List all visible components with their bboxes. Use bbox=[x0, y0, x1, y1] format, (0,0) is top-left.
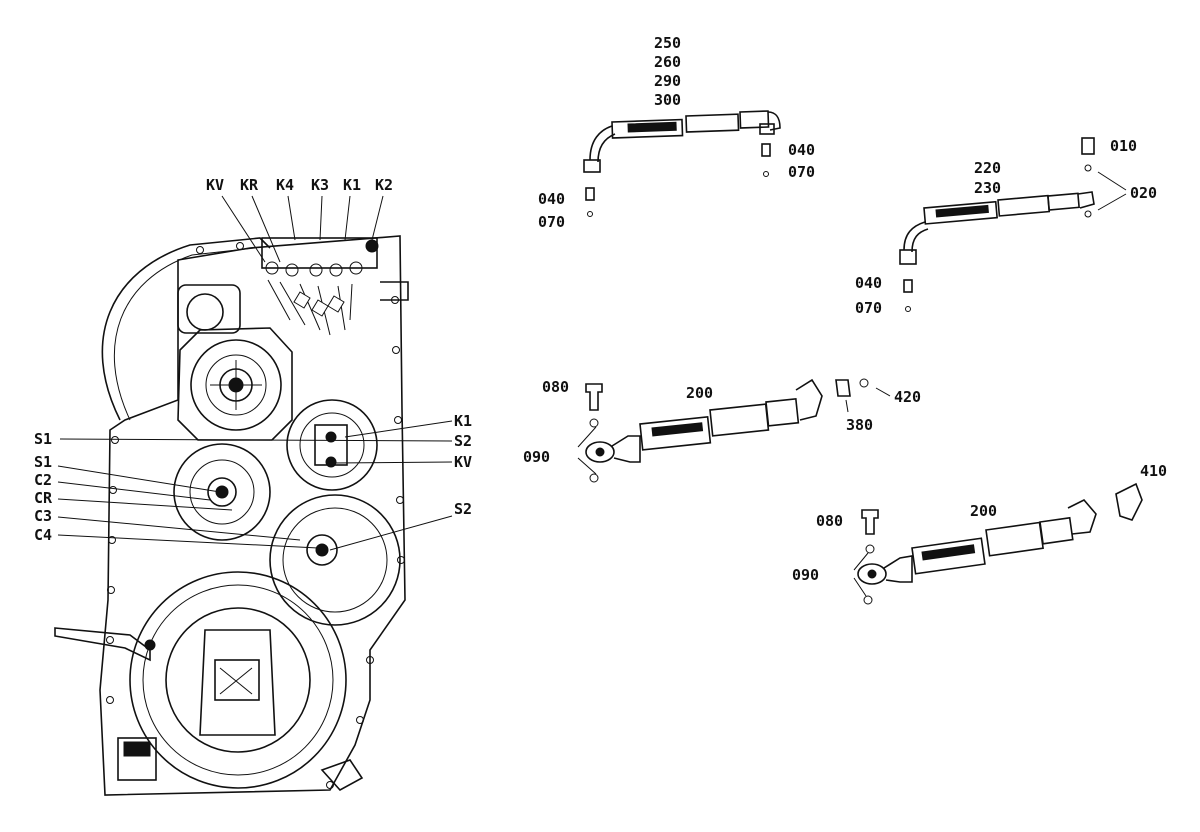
label-c3: C3 bbox=[34, 507, 52, 525]
label-040-a-right: 040 bbox=[788, 141, 815, 159]
label-250: 250 bbox=[654, 34, 681, 52]
label-070-a-right: 070 bbox=[788, 163, 815, 181]
label-080-d: 080 bbox=[816, 512, 843, 530]
housing-labels: KV KR K4 K3 K1 K2 K1 S2 KV S2 S1 S1 C2 C… bbox=[34, 176, 472, 544]
label-s1-upper: S1 bbox=[34, 430, 52, 448]
label-290: 290 bbox=[654, 72, 681, 90]
label-080-c: 080 bbox=[542, 378, 569, 396]
housing-leaders bbox=[57, 195, 453, 551]
label-c2: C2 bbox=[34, 471, 52, 489]
label-090-d: 090 bbox=[792, 566, 819, 584]
label-c4: C4 bbox=[34, 526, 52, 544]
label-k1-top: K1 bbox=[343, 176, 361, 194]
label-k2-top: K2 bbox=[375, 176, 393, 194]
label-kr-top: KR bbox=[240, 176, 259, 194]
label-s1-lower: S1 bbox=[34, 453, 52, 471]
label-070-a-left: 070 bbox=[538, 213, 565, 231]
label-070-b: 070 bbox=[855, 299, 882, 317]
label-k1-right: K1 bbox=[454, 412, 472, 430]
hose-c-labels: 080 200 090 380 420 bbox=[523, 378, 921, 466]
label-090-c: 090 bbox=[523, 448, 550, 466]
label-s2-right: S2 bbox=[454, 432, 472, 450]
label-k3-top: K3 bbox=[311, 176, 329, 194]
hose-assembly-a bbox=[583, 110, 781, 217]
label-300: 300 bbox=[654, 91, 681, 109]
label-kv-right: KV bbox=[454, 453, 472, 471]
hose-assembly-c bbox=[577, 378, 891, 483]
label-020: 020 bbox=[1130, 184, 1157, 202]
label-010: 010 bbox=[1110, 137, 1137, 155]
label-200-c: 200 bbox=[686, 384, 713, 402]
label-230: 230 bbox=[974, 179, 1001, 197]
label-040-a-left: 040 bbox=[538, 190, 565, 208]
label-420: 420 bbox=[894, 388, 921, 406]
hose-b-labels: 220 230 010 020 040 070 bbox=[855, 137, 1157, 317]
transmission-housing bbox=[54, 235, 409, 796]
hose-a-labels: 250 260 290 300 040 070 040 070 bbox=[538, 34, 815, 231]
label-cr: CR bbox=[34, 489, 53, 507]
label-k4-top: K4 bbox=[276, 176, 294, 194]
label-410: 410 bbox=[1140, 462, 1167, 480]
hose-d-labels: 080 200 090 410 bbox=[792, 462, 1167, 584]
label-s2-lower-right: S2 bbox=[454, 500, 472, 518]
label-220: 220 bbox=[974, 159, 1001, 177]
label-380: 380 bbox=[846, 416, 873, 434]
label-260: 260 bbox=[654, 53, 681, 71]
label-200-d: 200 bbox=[970, 502, 997, 520]
label-kv-top: KV bbox=[206, 176, 224, 194]
label-040-b: 040 bbox=[855, 274, 882, 292]
hose-assembly-b bbox=[899, 137, 1127, 312]
hose-assembly-d bbox=[853, 482, 1143, 605]
